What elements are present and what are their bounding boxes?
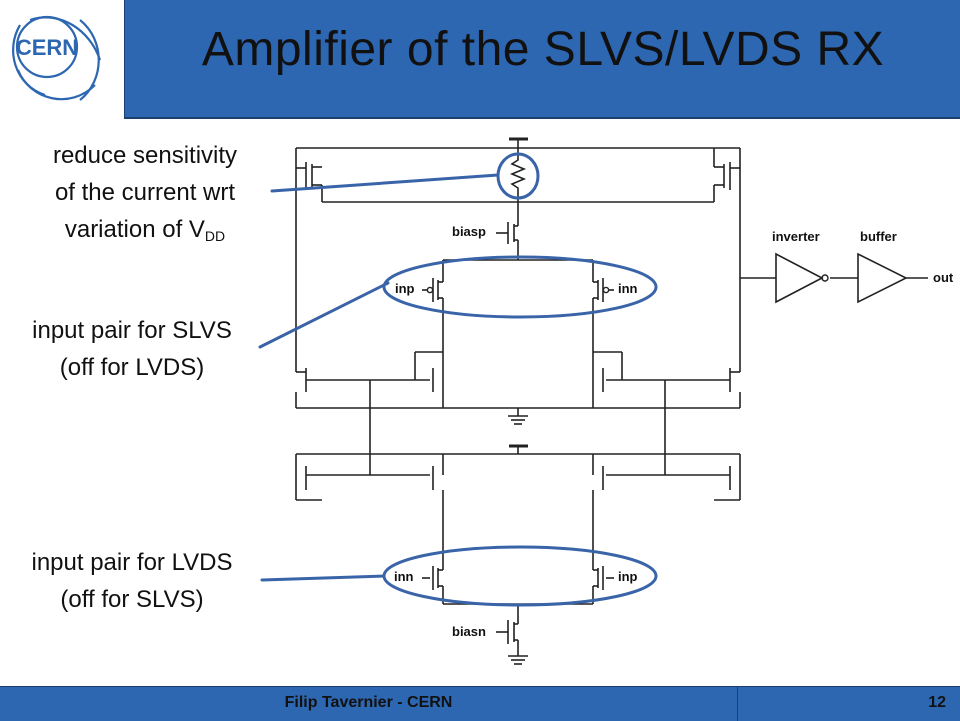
- callout-slvs-line2: (off for LVDS): [59, 354, 205, 381]
- inverter-label: inverter: [772, 229, 820, 244]
- biasn-label: biasn: [452, 624, 486, 639]
- slvs-pair-highlight: [382, 255, 658, 319]
- buffer-label: buffer: [860, 229, 897, 244]
- cern-logo-text: CERN: [16, 35, 78, 60]
- lvds-leader-line: [260, 574, 386, 582]
- vdd-subscript: DD: [204, 228, 226, 244]
- inverter-symbol: [775, 252, 824, 304]
- callout-slvs-pair: input pair for SLVS (off for LVDS): [2, 312, 262, 386]
- callout-lvds-line2: (off for SLVS): [60, 586, 204, 613]
- callout-sensitivity-line2: of the current wrt: [54, 179, 236, 206]
- cern-logo: CERN: [12, 15, 102, 101]
- page-title: Amplifier of the SLVS/LVDS RX: [201, 23, 885, 76]
- title-bar: Amplifier of the SLVS/LVDS RX: [124, 0, 960, 119]
- footer-bar: Filip Tavernier - CERN 12: [0, 686, 960, 721]
- callout-sensitivity-line1: reduce sensitivity: [52, 142, 238, 169]
- out-label: out: [933, 270, 954, 285]
- footer-author: Filip Tavernier - CERN: [284, 694, 453, 711]
- page-number: 12: [928, 694, 946, 711]
- gate-dot: [426, 286, 434, 294]
- footer-divider: [737, 687, 738, 721]
- schematic-wires: [295, 137, 928, 665]
- callout-sensitivity: reduce sensitivity of the current wrt va…: [20, 137, 270, 255]
- top-right-input-label: inn: [618, 281, 638, 296]
- callout-sensitivity-line3: variation of V: [64, 216, 205, 243]
- slvs-leader-line: [258, 281, 390, 349]
- biasp-label: biasp: [452, 224, 486, 239]
- top-left-input-label: inp: [395, 281, 415, 296]
- callout-sensitivity-line3-wrap: variation of VDD: [20, 211, 270, 255]
- callout-lvds-line1: input pair for LVDS: [31, 549, 233, 576]
- gate-dot: [602, 286, 610, 294]
- callout-slvs-line1: input pair for SLVS: [32, 317, 232, 344]
- amplifier-schematic: biasp biasn inp inn inn inp inverter buf…: [258, 137, 954, 665]
- callout-lvds-pair: input pair for LVDS (off for SLVS): [2, 544, 262, 618]
- sensitivity-leader-line: [270, 173, 500, 193]
- buffer-symbol: [857, 252, 908, 304]
- lvds-pair-highlight: [382, 545, 658, 607]
- bottom-right-input-label: inp: [618, 569, 638, 584]
- bottom-left-input-label: inn: [394, 569, 414, 584]
